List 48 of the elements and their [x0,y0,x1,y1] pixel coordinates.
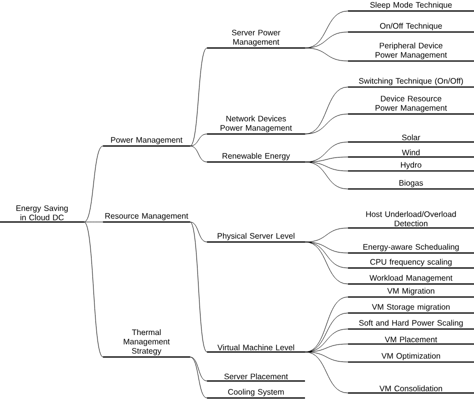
branch-line [304,162,348,172]
topic-label: Thermal Management Strategy [103,329,190,358]
topic-label: Resource Management [103,213,190,223]
branch-line [190,356,208,382]
topic-label: Energy Saving in Cloud DC [0,205,84,223]
branch-line [304,242,348,254]
branch-line [190,356,208,398]
branch-line [304,162,348,190]
topic-label: VM Placement [348,336,474,345]
topic-label: Virtual Machine Level [207,344,305,353]
branch-line [190,146,208,162]
topic-label: Solar [348,134,474,143]
topic-label: Hydro [348,162,474,172]
topic-label: On/Off Technique [348,22,474,33]
branch-line [304,114,348,134]
topic-label: Server Power Management [207,30,305,49]
branch-line [190,222,208,242]
topic-label: Peripheral Device Power Management [348,42,474,62]
branch-line [84,146,104,222]
topic-label: Device Resource Power Management [348,96,474,115]
topic-label: CPU frequency scaling [348,258,474,269]
topic-label: VM Consolidation [348,385,474,394]
topic-label: Energy-aware Schedualing [348,244,474,254]
topic-label: Cooling System [207,388,305,399]
topic-label: Server Placement [207,373,305,382]
branch-line [304,242,348,284]
topic-label: Sleep Mode Technique [348,2,474,12]
branch-line [304,32,348,48]
topic-label: Workload Management [348,274,474,285]
topic-label: VM Optimization [348,352,474,363]
topic-label: Power Management [103,137,190,147]
branch-line [304,352,348,394]
topic-label: Network Devices Power Management [207,116,305,135]
topic-label: VM Migration [348,288,474,298]
topic-label: Physical Server Level [207,232,305,243]
topic-label: Soft and Hard Power Scaling [348,320,474,330]
branch-line [190,134,208,146]
topic-label: Host Underload/Overload Detection [348,211,474,229]
topic-label: VM Storage migration [348,304,474,314]
branch-line [190,222,208,352]
branch-line [190,48,208,146]
branch-line [304,48,348,62]
topic-label: Switching Technique (On/Off) [348,78,474,88]
topic-label: Wind [348,149,474,158]
branch-line [84,222,104,358]
branch-line [304,352,348,362]
topic-label: Renewable Energy [207,152,305,163]
topic-label: Biogas [348,180,474,190]
